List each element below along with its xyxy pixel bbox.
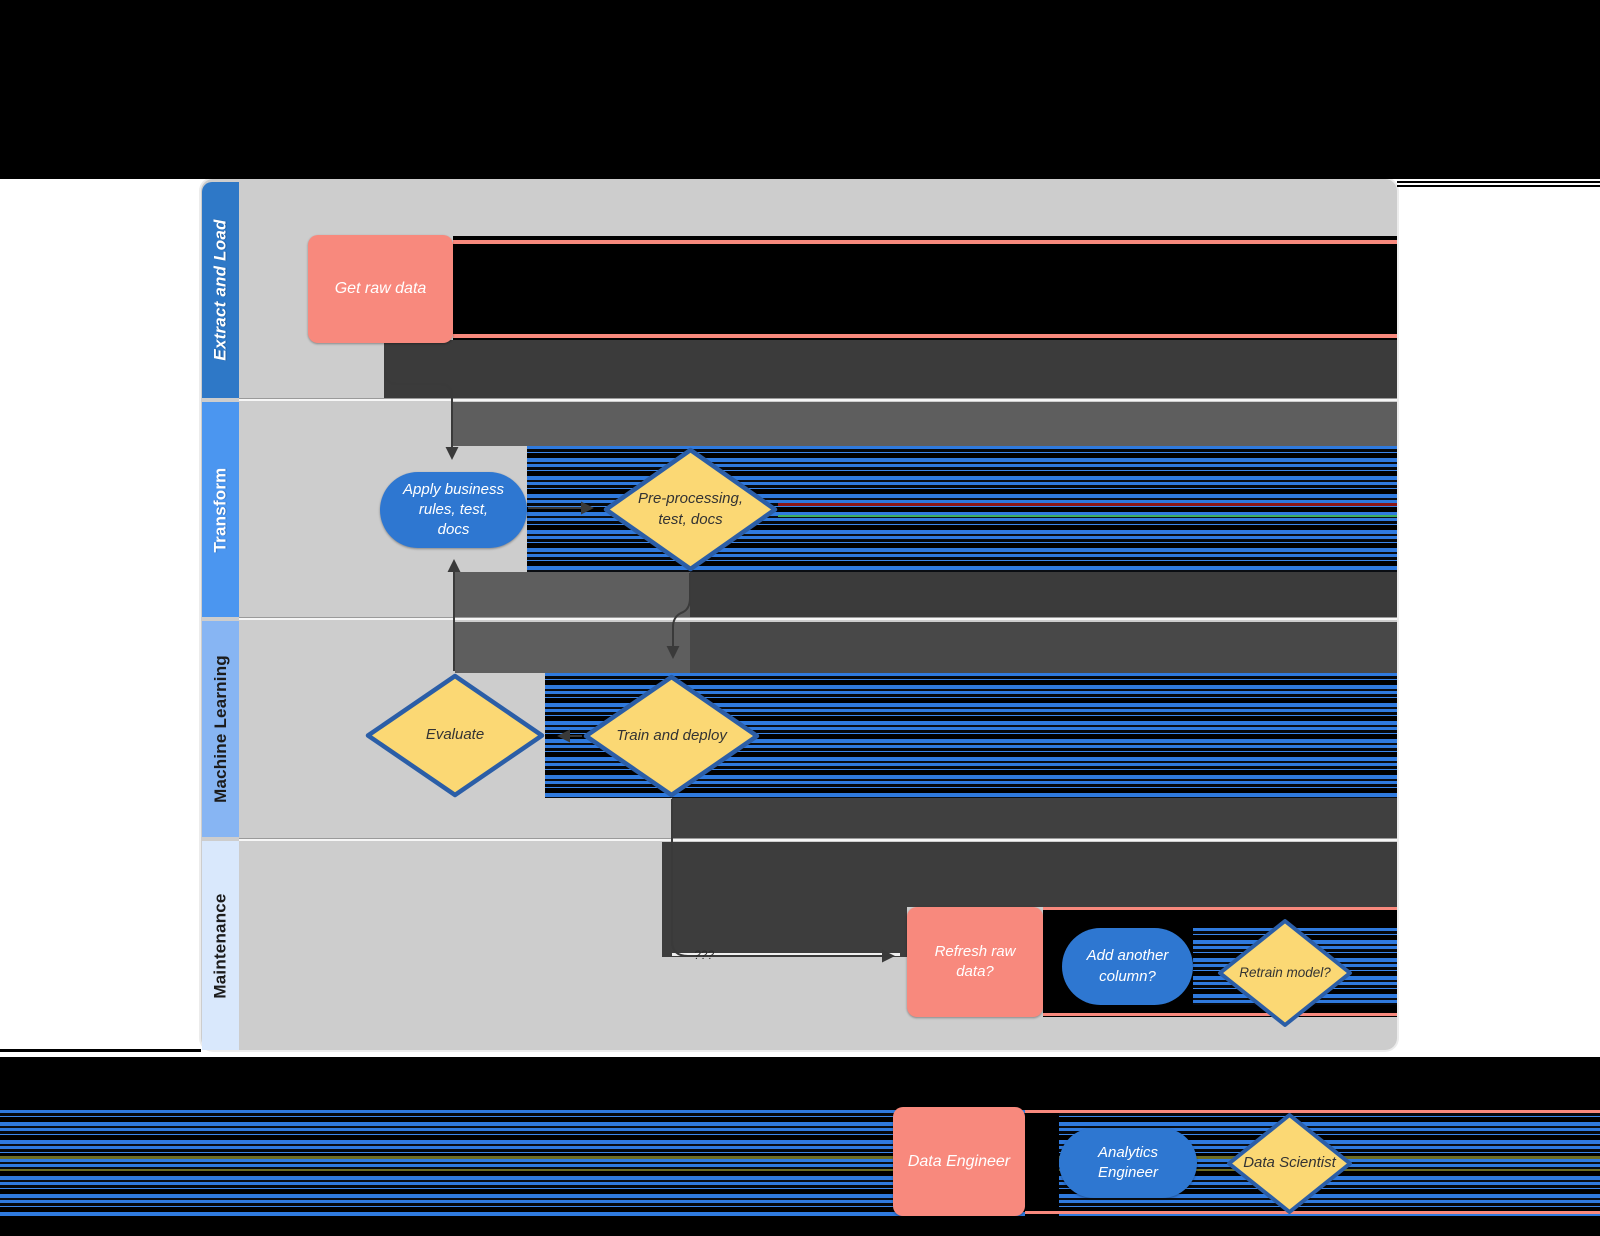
node-train-and-deploy-label: Train and deploy: [616, 726, 727, 744]
node-add-another-column[interactable]: Add another column?: [1062, 928, 1193, 1005]
legend-analytics-engineer[interactable]: Analytics Engineer: [1059, 1128, 1197, 1198]
node-train-and-deploy[interactable]: Train and deploy: [583, 674, 760, 798]
edge-label: ???: [694, 948, 715, 962]
legend-data-scientist-label: Data Scientist: [1243, 1154, 1336, 1172]
node-retrain-model[interactable]: Retrain model?: [1217, 918, 1353, 1028]
bottom-black-band: [0, 1057, 1600, 1236]
lane-header-maintenance[interactable]: Maintenance: [202, 841, 239, 1050]
node-preprocessing[interactable]: Pre-processing, test, docs: [603, 447, 778, 572]
lane-header-machine-learning[interactable]: Machine Learning: [202, 621, 239, 837]
glitch-line-top-right-2: [1397, 185, 1600, 187]
node-refresh-raw-data[interactable]: Refresh raw data?: [907, 907, 1043, 1017]
lane-label-machine-learning: Machine Learning: [210, 655, 230, 803]
legend-analytics-engineer-label: Analytics Engineer: [1097, 1143, 1159, 1181]
node-add-another-column-label: Add another column?: [1086, 947, 1169, 985]
node-evaluate-label: Evaluate: [425, 726, 485, 744]
node-get-raw-data[interactable]: Get raw data: [308, 235, 453, 343]
lane-header-extract-and-load[interactable]: Extract and Load: [202, 182, 239, 398]
lane-divider-2: [239, 617, 1397, 620]
diamond-shape: [365, 673, 545, 798]
node-evaluate[interactable]: Evaluate: [365, 673, 545, 798]
lane-label-transform: Transform: [210, 467, 230, 552]
legend-data-engineer-label: Data Engineer: [907, 1152, 1011, 1170]
node-get-raw-data-label: Get raw data: [334, 280, 427, 298]
node-preprocessing-label: Pre-processing, test, docs: [637, 490, 744, 528]
node-apply-business-rules[interactable]: Apply business rules, test, docs: [380, 472, 527, 548]
top-black-band: [0, 0, 1600, 179]
lane-label-maintenance: Maintenance: [210, 892, 230, 999]
lane-divider-1: [239, 398, 1397, 401]
node-retrain-model-label: Retrain model?: [1239, 964, 1331, 980]
legend-data-scientist[interactable]: Data Scientist: [1226, 1112, 1353, 1215]
node-apply-business-rules-label: Apply business rules, test, docs: [403, 480, 504, 539]
lane-label-extract-and-load: Extract and Load: [210, 219, 230, 361]
glitch-line-top-right-1: [1397, 181, 1600, 183]
lane-header-transform[interactable]: Transform: [202, 402, 239, 617]
lane-divider-3: [239, 838, 1397, 841]
glitch-line-bottom-left: [0, 1049, 201, 1052]
legend-data-engineer[interactable]: Data Engineer: [893, 1107, 1025, 1216]
node-refresh-raw-data-label: Refresh raw data?: [934, 942, 1016, 980]
